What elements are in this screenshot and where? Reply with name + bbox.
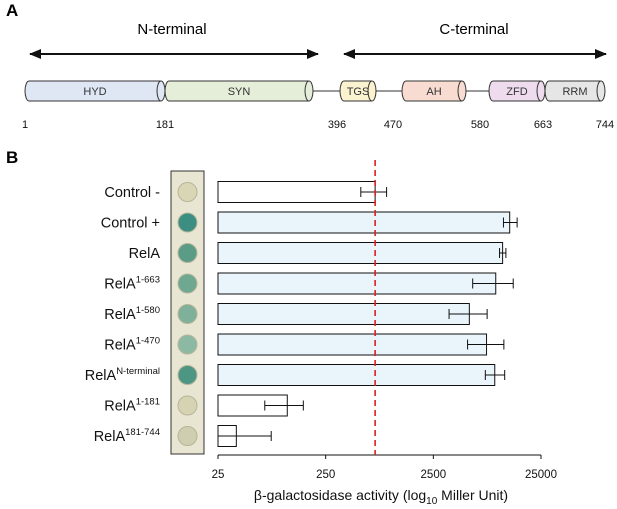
x-axis-title-tail: Miller Unit) bbox=[437, 487, 508, 503]
plate-spot bbox=[177, 334, 198, 355]
row-label-superscript: 1-663 bbox=[136, 275, 160, 286]
row-label: RelA181-744 bbox=[94, 427, 160, 445]
domain-hyd: HYD bbox=[24, 80, 166, 102]
bar bbox=[217, 303, 470, 325]
domain-map: HYD SYN TGS AH ZFD RRM bbox=[24, 80, 606, 102]
panel-b-letter: B bbox=[6, 148, 18, 167]
position-label: 663 bbox=[534, 119, 552, 131]
domain-zfd: ZFD bbox=[488, 80, 546, 102]
n-terminal-label: N-terminal bbox=[137, 21, 206, 38]
row-label: RelA1-470 bbox=[104, 336, 160, 354]
bar-group bbox=[217, 242, 507, 264]
x-axis-title-main: β-galactosidase activity (log bbox=[254, 487, 426, 503]
row-label-base: RelA bbox=[94, 429, 126, 445]
row-label-base: RelA bbox=[85, 368, 117, 384]
bar-plot: 25 250 2500 25000 bbox=[212, 160, 557, 481]
row-label: Control - bbox=[104, 185, 160, 201]
row-label: RelAN-terminal bbox=[85, 366, 160, 384]
plate-spot bbox=[177, 395, 198, 416]
domain-label: ZFD bbox=[506, 86, 527, 98]
bar bbox=[217, 364, 496, 386]
domain-rrm: RRM bbox=[544, 80, 606, 102]
bar bbox=[217, 272, 497, 295]
position-label: 181 bbox=[156, 119, 174, 131]
row-label-base: Control + bbox=[101, 216, 160, 232]
plate-spot bbox=[177, 243, 198, 263]
domain-cylinder-edge bbox=[596, 80, 602, 102]
row-label-base: RelA bbox=[104, 307, 136, 323]
row-label-base: RelA bbox=[129, 246, 161, 262]
domain-label: RRM bbox=[562, 86, 587, 98]
domain-cylinder-edge bbox=[367, 80, 373, 102]
row-label: RelA1-181 bbox=[104, 397, 160, 415]
domain-ah: AH bbox=[401, 80, 467, 102]
plate-spot bbox=[177, 182, 198, 202]
position-label: 396 bbox=[328, 119, 346, 131]
row-label-base: Control - bbox=[104, 185, 160, 201]
plate-spot bbox=[177, 212, 198, 233]
bar-group bbox=[217, 394, 304, 417]
position-label: 744 bbox=[596, 119, 614, 131]
residue-positions: 1 181 396 470 580 663 744 bbox=[22, 119, 614, 131]
x-axis-title-subscript: 10 bbox=[426, 496, 438, 507]
plate-spot bbox=[177, 426, 198, 446]
domain-label: HYD bbox=[83, 86, 106, 98]
row-label: RelA bbox=[129, 246, 161, 262]
row-label-superscript: 1-181 bbox=[136, 397, 160, 408]
plate-spot bbox=[177, 273, 198, 294]
c-terminal-label: C-terminal bbox=[439, 21, 508, 38]
bar bbox=[217, 333, 488, 356]
panel-b: B Control -Control +RelARelA1-663RelA1-5… bbox=[6, 148, 557, 507]
domain-label: AH bbox=[426, 86, 441, 98]
domain-shape bbox=[401, 80, 467, 102]
x-tick-label: 25 bbox=[212, 469, 225, 481]
bar-group bbox=[217, 211, 518, 234]
x-tick-label: 250 bbox=[316, 469, 335, 481]
row-labels: Control -Control +RelARelA1-663RelA1-580… bbox=[85, 185, 161, 445]
row-label: RelA1-663 bbox=[104, 275, 160, 293]
x-tick-label: 25000 bbox=[525, 469, 557, 481]
x-tick-label: 2500 bbox=[421, 469, 447, 481]
bar bbox=[217, 181, 376, 203]
bar-group bbox=[217, 272, 514, 295]
row-label-superscript: N-terminal bbox=[116, 366, 160, 377]
domain-shape bbox=[339, 80, 377, 102]
row-label-superscript: 181-744 bbox=[125, 427, 160, 438]
position-label: 1 bbox=[22, 119, 28, 131]
row-label: RelA1-580 bbox=[104, 305, 160, 323]
row-label: Control + bbox=[101, 216, 160, 232]
bar bbox=[217, 211, 511, 234]
bar-group bbox=[217, 364, 506, 386]
panel-a-letter: A bbox=[6, 1, 18, 20]
bar-group bbox=[217, 181, 388, 203]
plate-spots bbox=[177, 182, 198, 446]
domain-tgs: TGS bbox=[339, 80, 377, 102]
domain-cylinder-edge bbox=[304, 80, 310, 102]
row-label-base: RelA bbox=[104, 399, 136, 415]
domain-cylinder-edge bbox=[536, 80, 542, 102]
domain-shape bbox=[544, 80, 606, 102]
plate-spot bbox=[177, 304, 198, 324]
position-label: 470 bbox=[384, 119, 402, 131]
position-label: 580 bbox=[471, 119, 489, 131]
domain-label: SYN bbox=[228, 86, 251, 98]
row-label-superscript: 1-470 bbox=[136, 336, 160, 347]
plate-spot bbox=[177, 365, 198, 385]
bar bbox=[217, 242, 504, 264]
domain-label: TGS bbox=[347, 86, 370, 98]
domain-shape bbox=[164, 80, 314, 102]
row-label-base: RelA bbox=[104, 338, 136, 354]
row-label-base: RelA bbox=[104, 277, 136, 293]
bar-group bbox=[217, 425, 272, 447]
domain-cylinder-edge bbox=[457, 80, 463, 102]
bar-group bbox=[217, 333, 505, 356]
x-axis-title: β-galactosidase activity (log10 Miller U… bbox=[254, 487, 508, 507]
bar-group bbox=[217, 303, 488, 325]
panel-a: A N-terminal C-terminal HYD SYN TGS AH ZFD RR… bbox=[6, 1, 614, 131]
row-label-superscript: 1-580 bbox=[136, 305, 160, 316]
domain-syn: SYN bbox=[164, 80, 314, 102]
domain-cylinder-edge bbox=[156, 80, 162, 102]
